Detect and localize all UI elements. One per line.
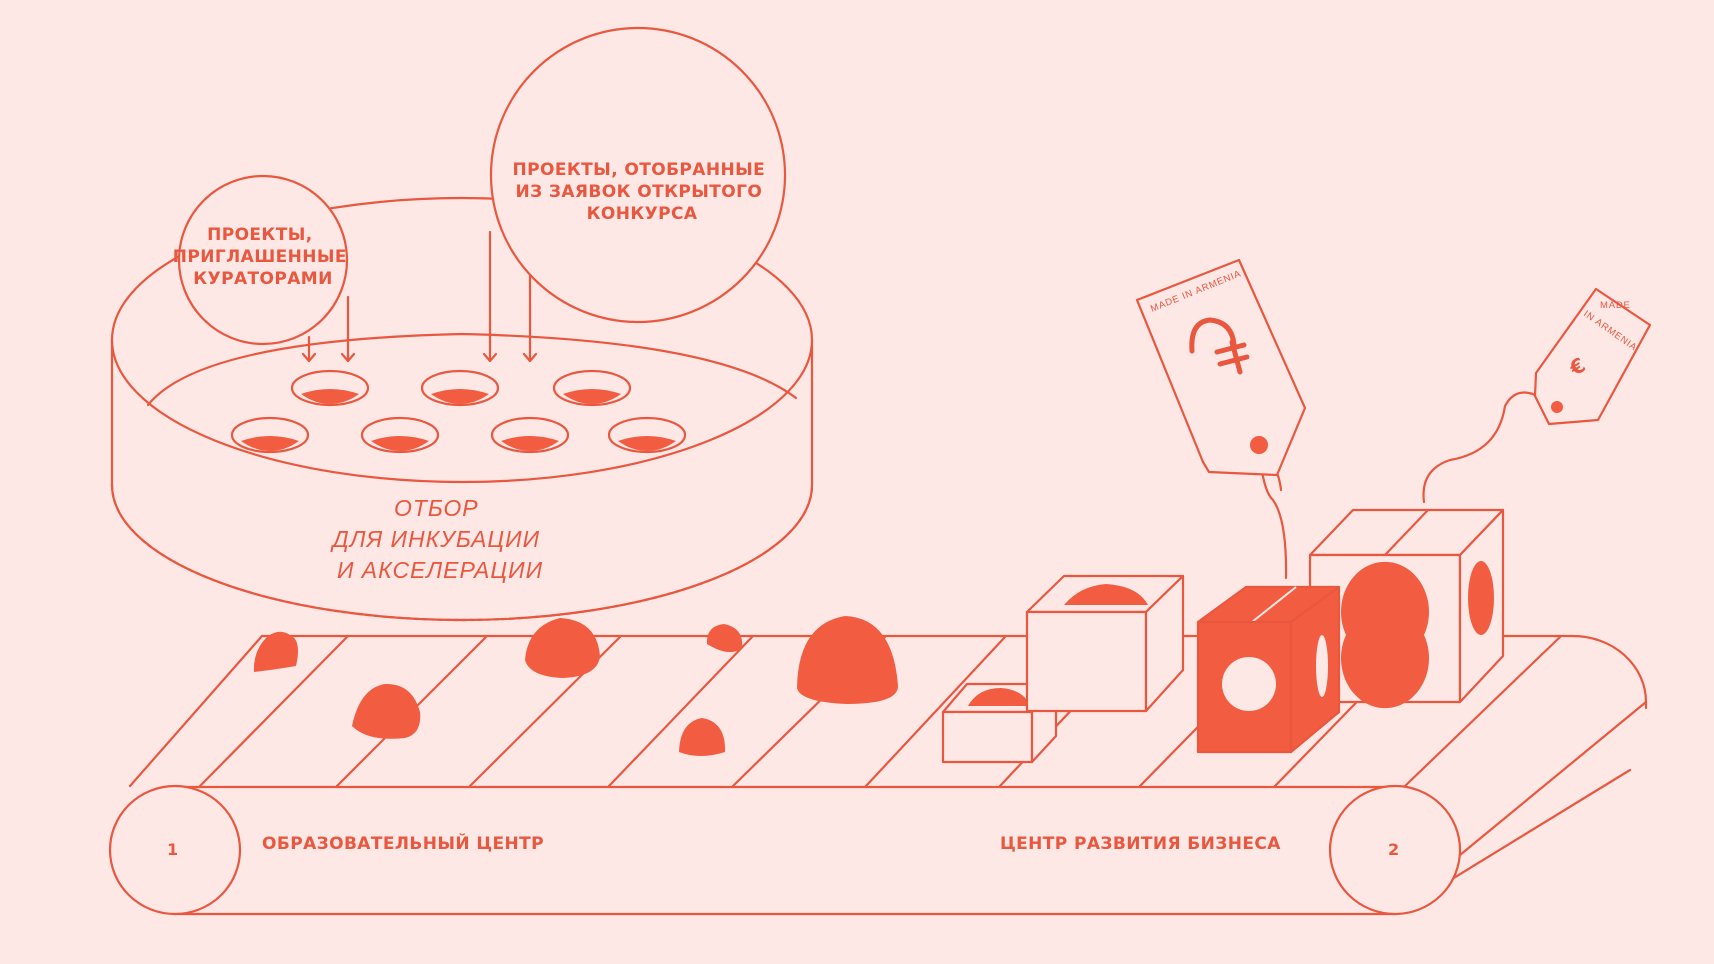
svg-text:ОТБОР ДЛЯ ИНКУБАЦИИ: ОТБОР ДЛЯ ИНКУБАЦИИ И АКСЕЛЕРАЦИИ (330, 495, 548, 583)
curators-line-1: ПРОЕКТЫ, (207, 225, 313, 245)
drum-label-line-1: ОТБОР (394, 495, 479, 521)
svg-text:ПРОЕКТЫ, ПРИГЛАШЕННЫЕ: ПРОЕКТЫ, ПРИГЛАШЕННЫЕ КУРАТОРАМИ (173, 225, 353, 289)
station-1-number: 1 (167, 840, 178, 859)
large-closed-box (1308, 508, 1505, 709)
left-roller: 1 (108, 784, 242, 916)
large-price-tag: MADE IN ARMENIA (1135, 258, 1307, 580)
armenian-dram-icon (1189, 317, 1250, 375)
education-center-label: ОБРАЗОВАТЕЛЬНЫЙ ЦЕНТР (262, 832, 544, 854)
open-call-line-2: ИЗ ЗАЯВОК ОТКРЫТОГО (515, 182, 762, 202)
business-development-center-label: ЦЕНТР РАЗВИТИЯ БИЗНЕСА (1000, 834, 1281, 854)
station-2-number: 2 (1388, 840, 1399, 859)
curators-line-2: ПРИГЛАШЕННЫЕ (173, 247, 347, 267)
svg-text:MADE: MADE (1600, 300, 1631, 311)
blob (253, 631, 298, 672)
small-price-tag: MADE IN ARMENIA € (1422, 287, 1652, 504)
blob (679, 718, 726, 756)
open-call-line-1: ПРОЕКТЫ, ОТОБРАННЫЕ (513, 160, 766, 180)
red-closed-box (1196, 585, 1341, 754)
svg-text:ПРОЕКТЫ, ОТОБРАННЫЕ ИЗ З: ПРОЕКТЫ, ОТОБРАННЫЕ ИЗ ЗАЯВОК ОТКРЫТОГО … (513, 160, 772, 224)
right-roller: 2 (1328, 784, 1462, 916)
open-call-bubble: ПРОЕКТЫ, ОТОБРАННЫЕ ИЗ ЗАЯВОК ОТКРЫТОГО … (482, 26, 787, 363)
arrow-icon (482, 230, 538, 363)
drum-label-line-2: ДЛЯ ИНКУБАЦИИ (330, 526, 541, 552)
blob (352, 683, 421, 739)
open-call-line-3: КОНКУРСА (587, 204, 698, 224)
small-tag-line-1: MADE (1600, 300, 1631, 311)
medium-open-box (1025, 574, 1185, 713)
curators-line-3: КУРАТОРАМИ (193, 269, 332, 289)
drum-label-line-3: И АКСЕЛЕРАЦИИ (337, 557, 543, 583)
curators-bubble: ПРОЕКТЫ, ПРИГЛАШЕННЫЕ КУРАТОРАМИ (173, 174, 356, 363)
arrow-icon (301, 295, 356, 363)
blob (525, 618, 600, 678)
blob (797, 616, 898, 704)
blob (706, 624, 743, 653)
drum-holes (230, 369, 687, 454)
project-blobs (253, 616, 898, 756)
